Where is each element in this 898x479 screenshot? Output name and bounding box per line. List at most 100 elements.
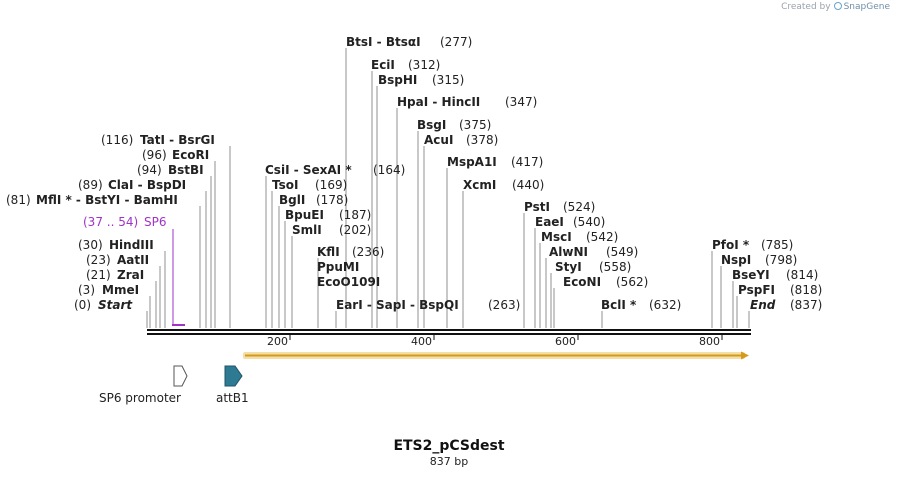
enzyme-position: (558) [599, 260, 631, 274]
enzyme-smli[interactable]: SmlI (202) [292, 223, 371, 237]
map-title-block: ETS2_pCSdest 837 bp [0, 438, 898, 468]
enzyme-eaei[interactable]: EaeI (540) [535, 215, 605, 229]
enzyme-bgli[interactable]: BglI (178) [279, 193, 348, 207]
tick-label: 400 [411, 335, 432, 348]
enzyme-position: (236) [352, 245, 384, 259]
enzyme-position: (164) [373, 163, 405, 177]
start-label: Start [98, 298, 133, 312]
enzyme-name: PfoI * [712, 238, 750, 252]
enzyme-name: MmeI [102, 283, 139, 297]
leader-lines [146, 48, 750, 328]
enzyme-bstbi[interactable]: (94) BstBI [137, 163, 204, 177]
enzyme-csii[interactable]: CsiI - SexAI * (164) [265, 163, 405, 177]
enzyme-aatii[interactable]: (23) AatII [86, 253, 149, 267]
enzyme-name: BseYI [732, 268, 770, 282]
tick-label: 600 [555, 335, 576, 348]
enzyme-position: (277) [440, 35, 472, 49]
enzyme-name: XcmI [463, 178, 496, 192]
enzyme-name: BpuEI [285, 208, 324, 222]
construct-length: 837 bp [429, 455, 469, 468]
enzyme-name: SmlI [292, 223, 322, 237]
enzyme-alwni[interactable]: AlwNI (549) [549, 245, 638, 259]
enzyme-name: AatII [117, 253, 149, 267]
enzyme-position: (81) [6, 193, 31, 207]
sp6-promoter-feature-arrow[interactable] [173, 365, 188, 387]
enzyme-psti[interactable]: PstI (524) [524, 200, 595, 214]
enzyme-name: BstBI [168, 163, 204, 177]
enzyme-position: (632) [649, 298, 681, 312]
enzyme-bpuei[interactable]: BpuEI (187) [285, 208, 371, 222]
sp6-range: (37 .. 54) [83, 215, 138, 229]
enzyme-bsphi[interactable]: BspHI (315) [378, 73, 464, 87]
enzyme-position: (549) [606, 245, 638, 259]
enzyme-position: (312) [408, 58, 440, 72]
enzyme-name: StyI [555, 260, 582, 274]
enzyme-name: ZraI [117, 268, 144, 282]
enzyme-zrai[interactable]: (21) ZraI [86, 268, 144, 282]
enzyme-pfoi[interactable]: PfoI * (785) [712, 238, 793, 252]
enzyme-position: (116) [101, 133, 133, 147]
enzyme-position: (417) [511, 155, 543, 169]
enzyme-bcli[interactable]: BclI * (632) [601, 298, 681, 312]
enzyme-bsgi[interactable]: BsgI (375) [417, 118, 491, 132]
enzyme-name: PstI [524, 200, 550, 214]
enzyme-btsi[interactable]: BtsI - BtsαI (277) [346, 35, 472, 49]
enzyme-acui[interactable]: AcuI (378) [424, 133, 498, 147]
enzyme-kfli[interactable]: KflI (236) [317, 245, 384, 259]
enzyme-msci[interactable]: MscI (542) [541, 230, 618, 244]
enzyme-name: EaeI [535, 215, 564, 229]
enzyme-position: (94) [137, 163, 162, 177]
enzyme-position: (540) [573, 215, 605, 229]
enzyme-nspi[interactable]: NspI (798) [721, 253, 797, 267]
enzyme-position: (798) [765, 253, 797, 267]
enzyme-hindiii[interactable]: (30) HindIII [78, 238, 154, 252]
attb1-feature-arrow[interactable] [224, 365, 243, 387]
enzyme-bseyi[interactable]: BseYI (814) [732, 268, 818, 282]
enzyme-name: TsoI [272, 178, 298, 192]
orf-arrow[interactable] [243, 351, 749, 360]
enzyme-ecori[interactable]: (96) EcoRI [142, 148, 209, 162]
enzyme-ppumi[interactable]: PpuMI [317, 260, 359, 274]
sequence-end[interactable]: End (837) [750, 298, 822, 312]
enzyme-tsoi[interactable]: TsoI (169) [272, 178, 347, 192]
enzyme-name: BspHI [378, 73, 417, 87]
enzyme-position: (542) [586, 230, 618, 244]
enzyme-tati[interactable]: (116) TatI - BsrGI [101, 133, 215, 147]
enzyme-ecii[interactable]: EciI (312) [371, 58, 440, 72]
enzyme-styi[interactable]: StyI (558) [555, 260, 631, 274]
enzyme-econi[interactable]: EcoNI (562) [563, 275, 648, 289]
enzyme-xcmi[interactable]: XcmI (440) [463, 178, 544, 192]
enzyme-name: CsiI - SexAI * [265, 163, 352, 177]
enzyme-position: (315) [432, 73, 464, 87]
enzyme-name: EcoO109I [317, 275, 380, 289]
enzyme-position: (818) [790, 283, 822, 297]
enzyme-mspa1i[interactable]: MspA1I (417) [447, 155, 543, 169]
enzyme-name: NspI [721, 253, 751, 267]
enzyme-name: BsgI [417, 118, 446, 132]
enzyme-position: (89) [78, 178, 103, 192]
enzyme-position: (440) [512, 178, 544, 192]
attb1-label: attB1 [216, 391, 249, 405]
enzyme-position: (785) [761, 238, 793, 252]
enzyme-position: (375) [459, 118, 491, 132]
enzyme-position: (202) [339, 223, 371, 237]
enzyme-clai[interactable]: (89) ClaI - BspDI [78, 178, 186, 192]
tick-label: 200 [267, 335, 288, 348]
enzyme-pspfi[interactable]: PspFI (818) [738, 283, 822, 297]
enzyme-name: EcoRI [172, 148, 209, 162]
enzyme-ecoo109i[interactable]: EcoO109I [317, 275, 380, 289]
enzyme-position: (378) [466, 133, 498, 147]
credit-prefix: Created by [781, 2, 831, 12]
enzyme-name: AlwNI [549, 245, 588, 259]
enzyme-eari[interactable]: EarI - SapI - BspQI (263) [336, 298, 520, 312]
enzyme-hpai[interactable]: HpaI - HincII (347) [397, 95, 537, 109]
enzyme-name: HpaI - HincII [397, 95, 480, 109]
sp6-primer-label[interactable]: (37 .. 54) SP6 [83, 215, 167, 229]
enzyme-mmei[interactable]: (3) MmeI [78, 283, 139, 297]
enzyme-mfli[interactable]: (81) MflI * - BstYI - BamHI [6, 193, 178, 207]
enzyme-position: (169) [315, 178, 347, 192]
sequence-start[interactable]: (0) Start [74, 298, 133, 312]
enzyme-name: ClaI - BspDI [108, 178, 186, 192]
